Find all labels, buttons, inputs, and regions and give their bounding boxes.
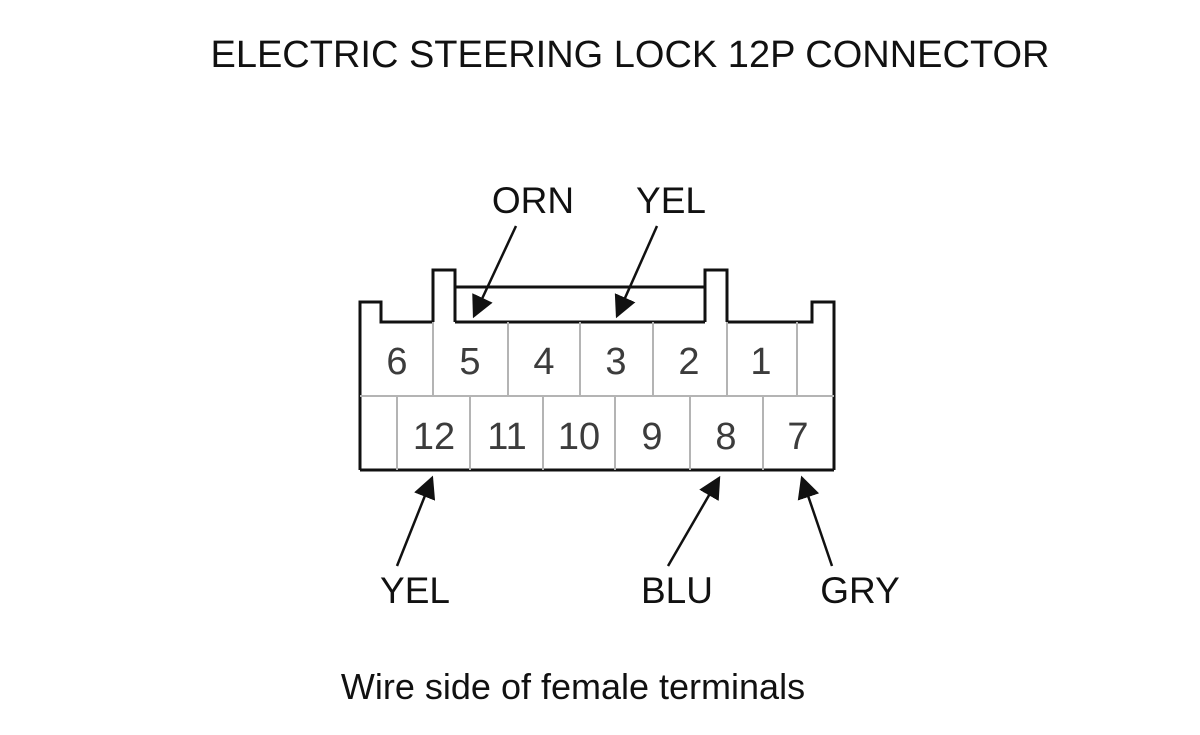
- pin-label: 9: [641, 416, 662, 458]
- pin-label: 3: [605, 341, 626, 383]
- pin-label: 1: [750, 341, 771, 383]
- wire-labels: ORN YEL YEL BLU GRY: [380, 180, 900, 611]
- pin-label: 12: [413, 416, 455, 458]
- arrow-pin-8: [666, 475, 721, 567]
- pin-label: 10: [558, 416, 600, 458]
- arrow-pin-3: [614, 225, 659, 319]
- pin-label: 11: [487, 416, 526, 458]
- bottom-row-pins: 12 11 10 9 8 7: [413, 416, 809, 458]
- wire-label-pin-8: BLU: [641, 570, 713, 611]
- right-tab: [727, 300, 836, 470]
- top-row-pins: 6 5 4 3 2 1: [386, 341, 771, 383]
- wire-label-pin-12: YEL: [380, 570, 450, 611]
- leader-arrows: [395, 225, 834, 567]
- pin-label: 6: [386, 341, 407, 383]
- right-latch-post: [703, 268, 729, 322]
- pin-label: 8: [715, 416, 736, 458]
- arrow-pin-7: [797, 475, 834, 567]
- pin-label: 5: [459, 341, 480, 383]
- arrow-pin-5: [472, 225, 518, 319]
- pin-label: 7: [787, 416, 808, 458]
- wire-label-pin-3: YEL: [636, 180, 706, 221]
- pin-label: 2: [678, 341, 699, 383]
- diagram-caption: Wire side of female terminals: [341, 666, 805, 707]
- diagram-title: ELECTRIC STEERING LOCK 12P CONNECTOR: [210, 34, 1049, 76]
- cell-grid: [360, 322, 834, 470]
- left-latch-post: [431, 268, 457, 322]
- arrow-pin-12: [395, 475, 436, 567]
- wire-label-pin-5: ORN: [492, 180, 574, 221]
- pin-label: 4: [533, 341, 554, 383]
- wire-label-pin-7: GRY: [820, 570, 900, 611]
- left-tab: [358, 300, 433, 470]
